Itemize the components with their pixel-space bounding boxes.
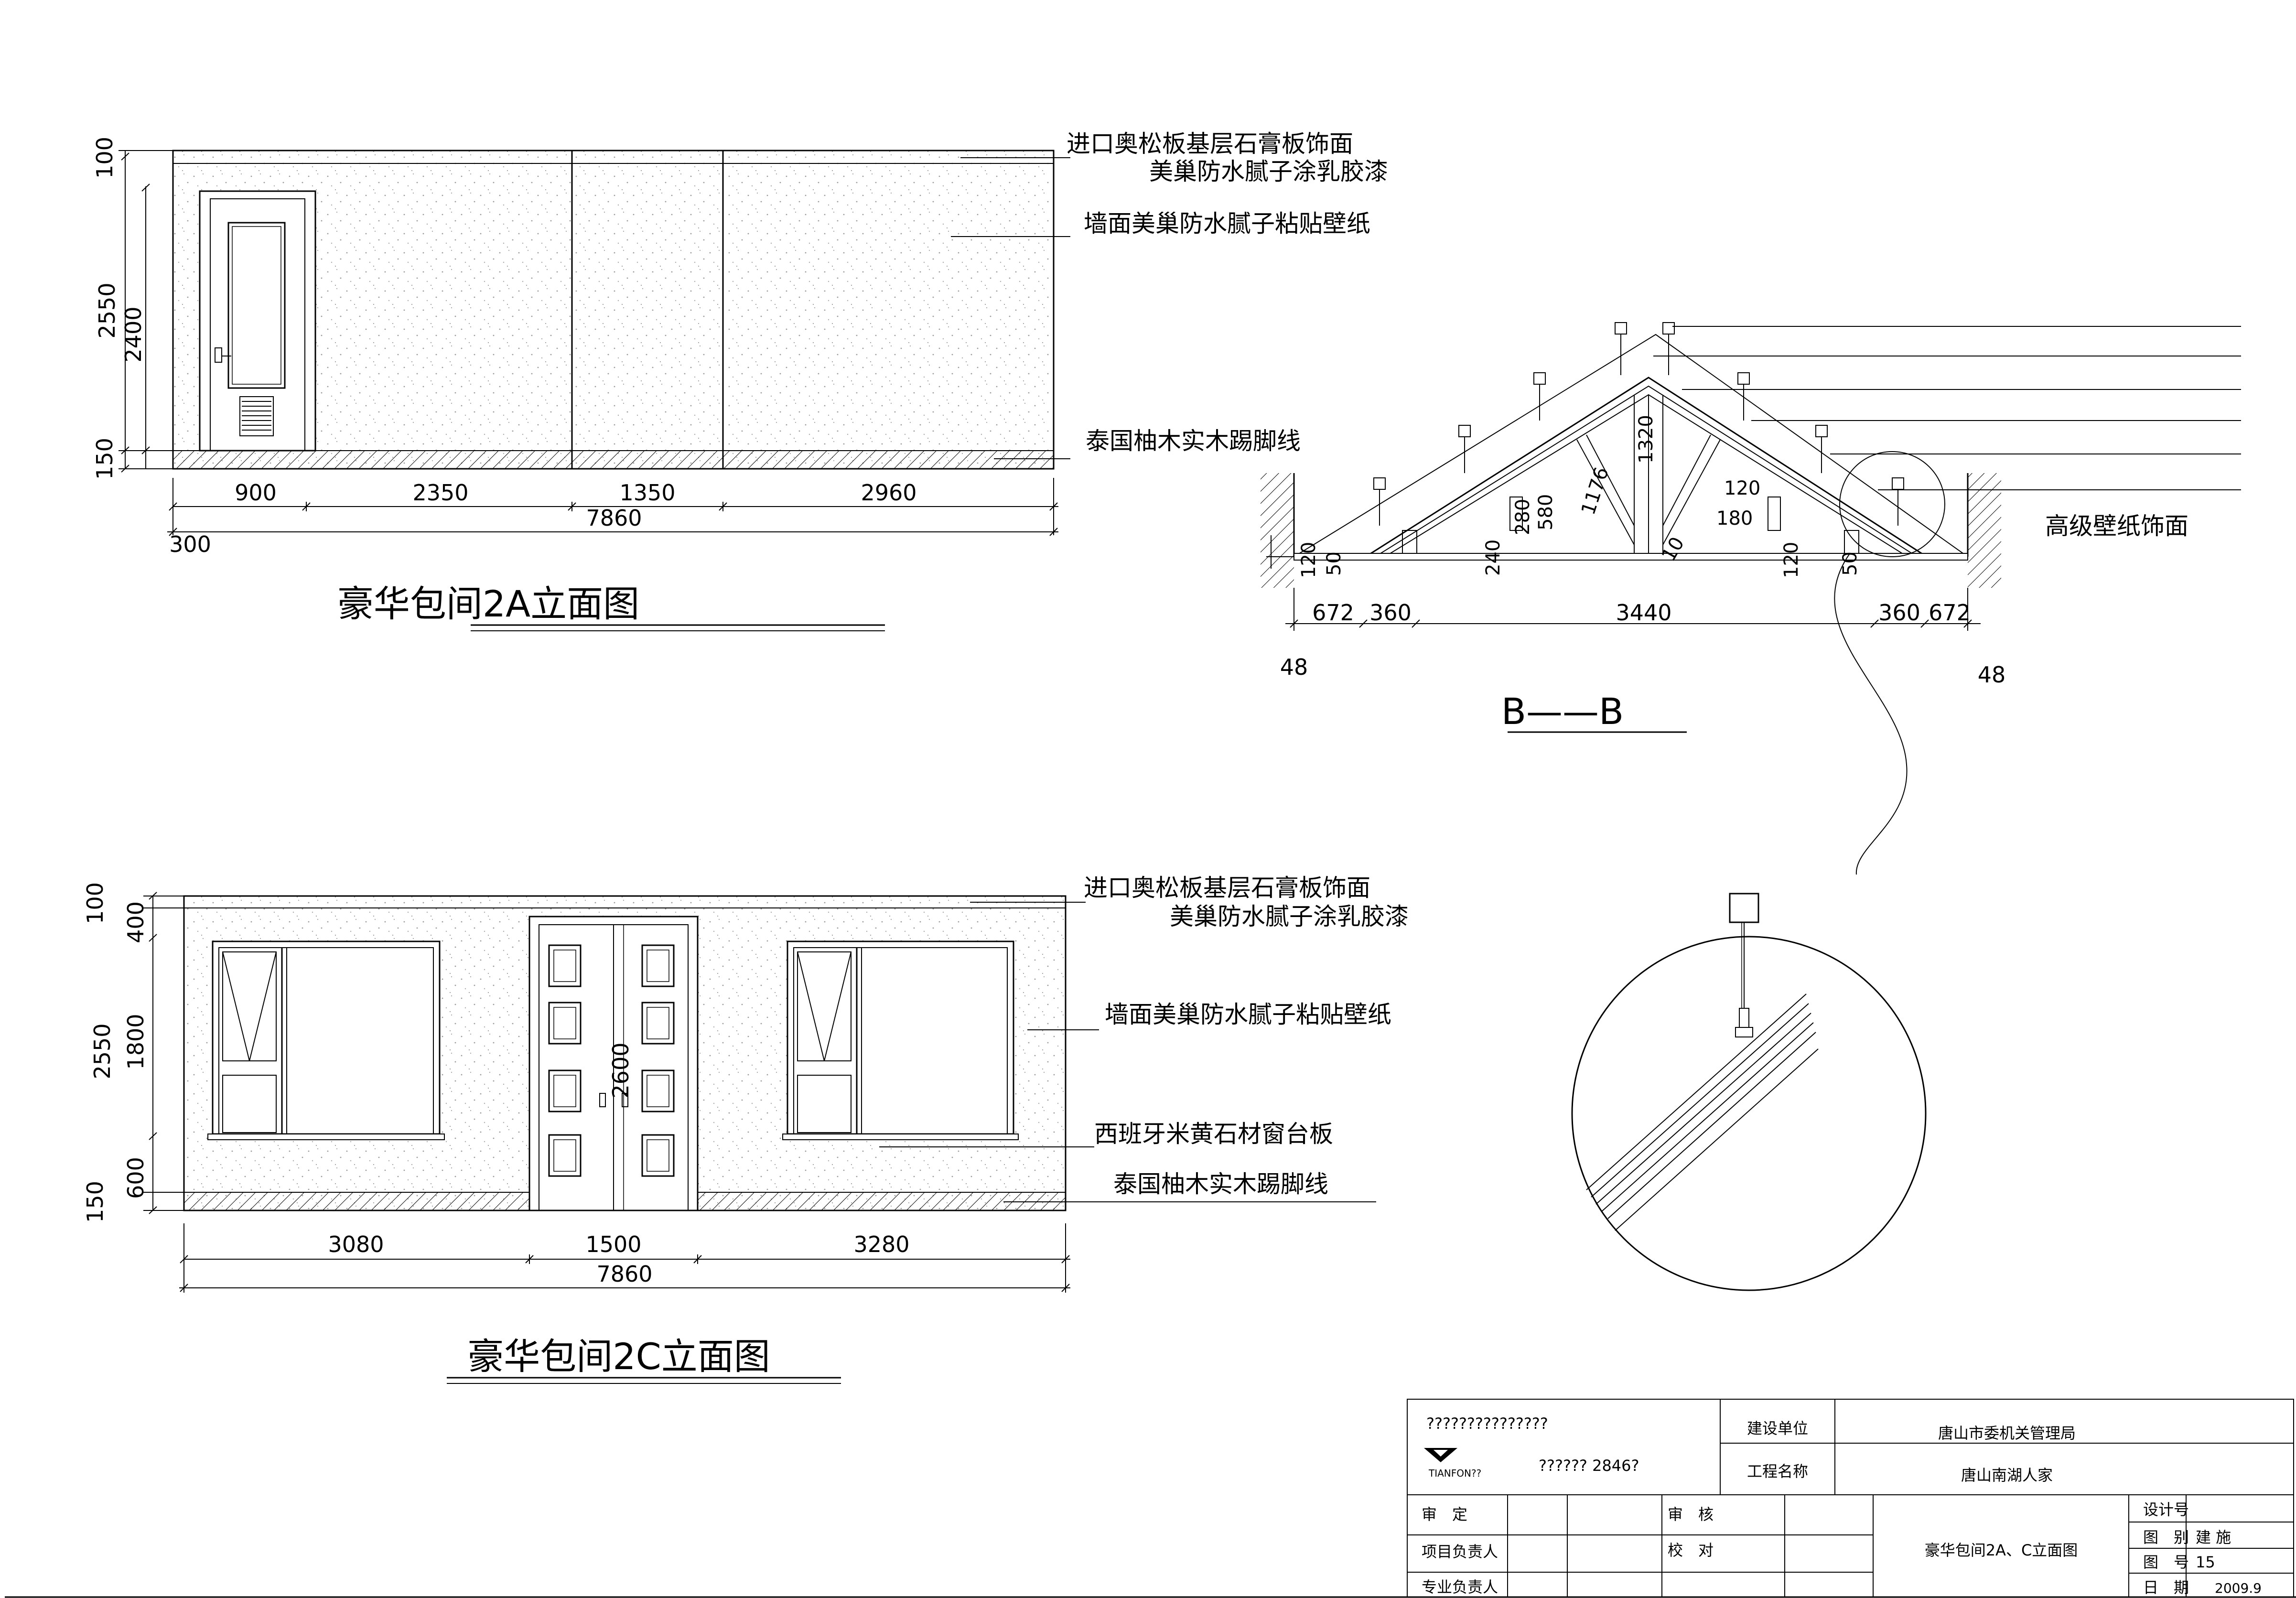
note-2a-3: 墙面美巢防水腻子粘贴壁纸	[1084, 210, 1370, 238]
note-2c-1: 进口奥松板基层石膏板饰面	[1084, 874, 1370, 902]
dim-2c-h3: 3280	[853, 1231, 909, 1257]
tb-drawing-name: 豪华包间2A、C立面图	[1925, 1541, 2078, 1559]
dim-bb-2: 360	[1369, 600, 1412, 626]
dim-2a-h3: 1350	[619, 480, 675, 506]
dim-bb-i2: 240	[1482, 540, 1504, 576]
dim-2a-total: 7860	[586, 505, 642, 531]
dim-2c-total: 7860	[596, 1261, 652, 1287]
note-2c-5: 泰国柚木实木踢脚线	[1113, 1170, 1328, 1198]
dim-bb-i6: 1320	[1635, 415, 1657, 464]
note-2c-2: 美巢防水腻子涂乳胶漆	[1170, 903, 1409, 930]
dim-2c-top: 100	[82, 882, 108, 924]
dim-2c-skirting: 150	[82, 1181, 108, 1223]
dim-bb-i4: 580	[1535, 494, 1557, 530]
elevation-2a: 100 2550 2400 150 900 2350 1350 2960 786…	[92, 130, 1388, 631]
note-bb: 高级壁纸饰面	[2045, 512, 2188, 540]
dim-2a-skirting: 150	[92, 438, 118, 480]
dim-bb-i3: 280	[1512, 499, 1534, 535]
dim-2c-h1: 3080	[328, 1231, 384, 1257]
skirting-2a	[172, 450, 1054, 469]
dim-bb-i0: 120	[1298, 542, 1320, 578]
tb-check-label: 校 对	[1668, 1541, 1714, 1559]
dim-bb-i9: 120	[1780, 542, 1802, 578]
tb-specialist-label: 专业负责人	[1422, 1578, 1498, 1596]
dim-bb-side-left: 48	[1280, 654, 1308, 680]
dim-2a-h2: 2350	[412, 480, 468, 506]
door-2a	[199, 190, 316, 452]
dim-2c-600: 600	[123, 1157, 149, 1199]
double-door: 2600	[528, 916, 699, 1211]
window-left	[207, 940, 445, 1140]
dim-2c-door: 2600	[608, 1042, 634, 1098]
note-2c-4: 西班牙米黄石材窗台板	[1094, 1120, 1333, 1148]
dim-2a-height: 2550	[94, 282, 120, 338]
section-bb: 高级壁纸饰面 672 360 3440 360 672 48 48 120 50…	[1261, 322, 2241, 1291]
note-2c-3: 墙面美巢防水腻子粘贴壁纸	[1105, 1001, 1391, 1028]
dim-bb-i8: 180	[1716, 507, 1753, 529]
dim-2a-door: 2400	[120, 306, 146, 362]
tb-date-value: 2009.9	[2215, 1580, 2262, 1596]
dim-bb-side-right: 48	[1978, 662, 2006, 688]
tb-pm-label: 项目负责人	[1422, 1543, 1498, 1561]
tb-build-unit-value: 唐山市委机关管理局	[1938, 1424, 2076, 1442]
tb-build-unit-label: 建设单位	[1747, 1419, 1808, 1437]
dim-bb-i7: 120	[1724, 477, 1760, 499]
dim-2a-h1: 900	[235, 480, 277, 506]
dim-bb-i5: 1176	[1577, 464, 1613, 518]
title-2c: 豪华包间2C立面图	[467, 1335, 770, 1378]
elevation-2c: 2600 100 400 2550 1800 600 150	[82, 874, 1409, 1384]
title-2a: 豪华包间2A立面图	[337, 583, 639, 625]
title-block: ??????????????? TIANFON?? ?????? 2846? 建…	[1407, 1399, 2294, 1598]
tb-company: ???????????????	[1426, 1414, 1548, 1433]
dim-2c-1800: 1800	[123, 1014, 149, 1069]
dim-bb-4: 360	[1878, 600, 1920, 626]
dim-bb-1: 672	[1312, 600, 1354, 626]
tb-date-label: 日 期	[2143, 1578, 2189, 1597]
tb-project-label: 工程名称	[1747, 1462, 1808, 1480]
tb-project-value: 唐山南湖人家	[1961, 1466, 2053, 1484]
tb-number-value: 15	[2196, 1553, 2215, 1571]
window-right	[782, 940, 1019, 1140]
dim-2a-top: 100	[92, 137, 118, 179]
tb-approve-label: 审 定	[1422, 1505, 1467, 1523]
detail-circle	[1571, 893, 1927, 1291]
tb-contact: ?????? 2846?	[1539, 1457, 1639, 1475]
note-2a-4: 泰国柚木实木踢脚线	[1086, 427, 1301, 455]
tb-category-value: 建 施	[2196, 1528, 2231, 1546]
dim-bb-5: 672	[1929, 600, 1971, 626]
note-2a-2: 美巢防水腻子涂乳胶漆	[1149, 158, 1388, 185]
dim-bb-i10: 50	[1839, 551, 1861, 576]
dim-2c-400: 400	[123, 901, 149, 943]
dim-2c-height: 2550	[89, 1023, 115, 1079]
tb-review-label: 审 核	[1668, 1505, 1714, 1523]
title-bb: B——B	[1501, 690, 1624, 733]
tb-logo-text: TIANFON??	[1428, 1468, 1481, 1479]
note-2a-1: 进口奥松板基层石膏板饰面	[1067, 130, 1353, 158]
tb-category-label: 图 别	[2143, 1528, 2189, 1546]
dim-2c-h2: 1500	[585, 1231, 641, 1257]
dim-2a-offset: 300	[169, 531, 211, 557]
dim-2a-h4: 2960	[861, 480, 916, 506]
tb-number-label: 图 号	[2143, 1553, 2189, 1571]
tb-design-no-label: 设计号	[2143, 1501, 2189, 1519]
dim-bb-3: 3440	[1616, 600, 1671, 626]
dim-bb-i1: 50	[1323, 551, 1345, 576]
